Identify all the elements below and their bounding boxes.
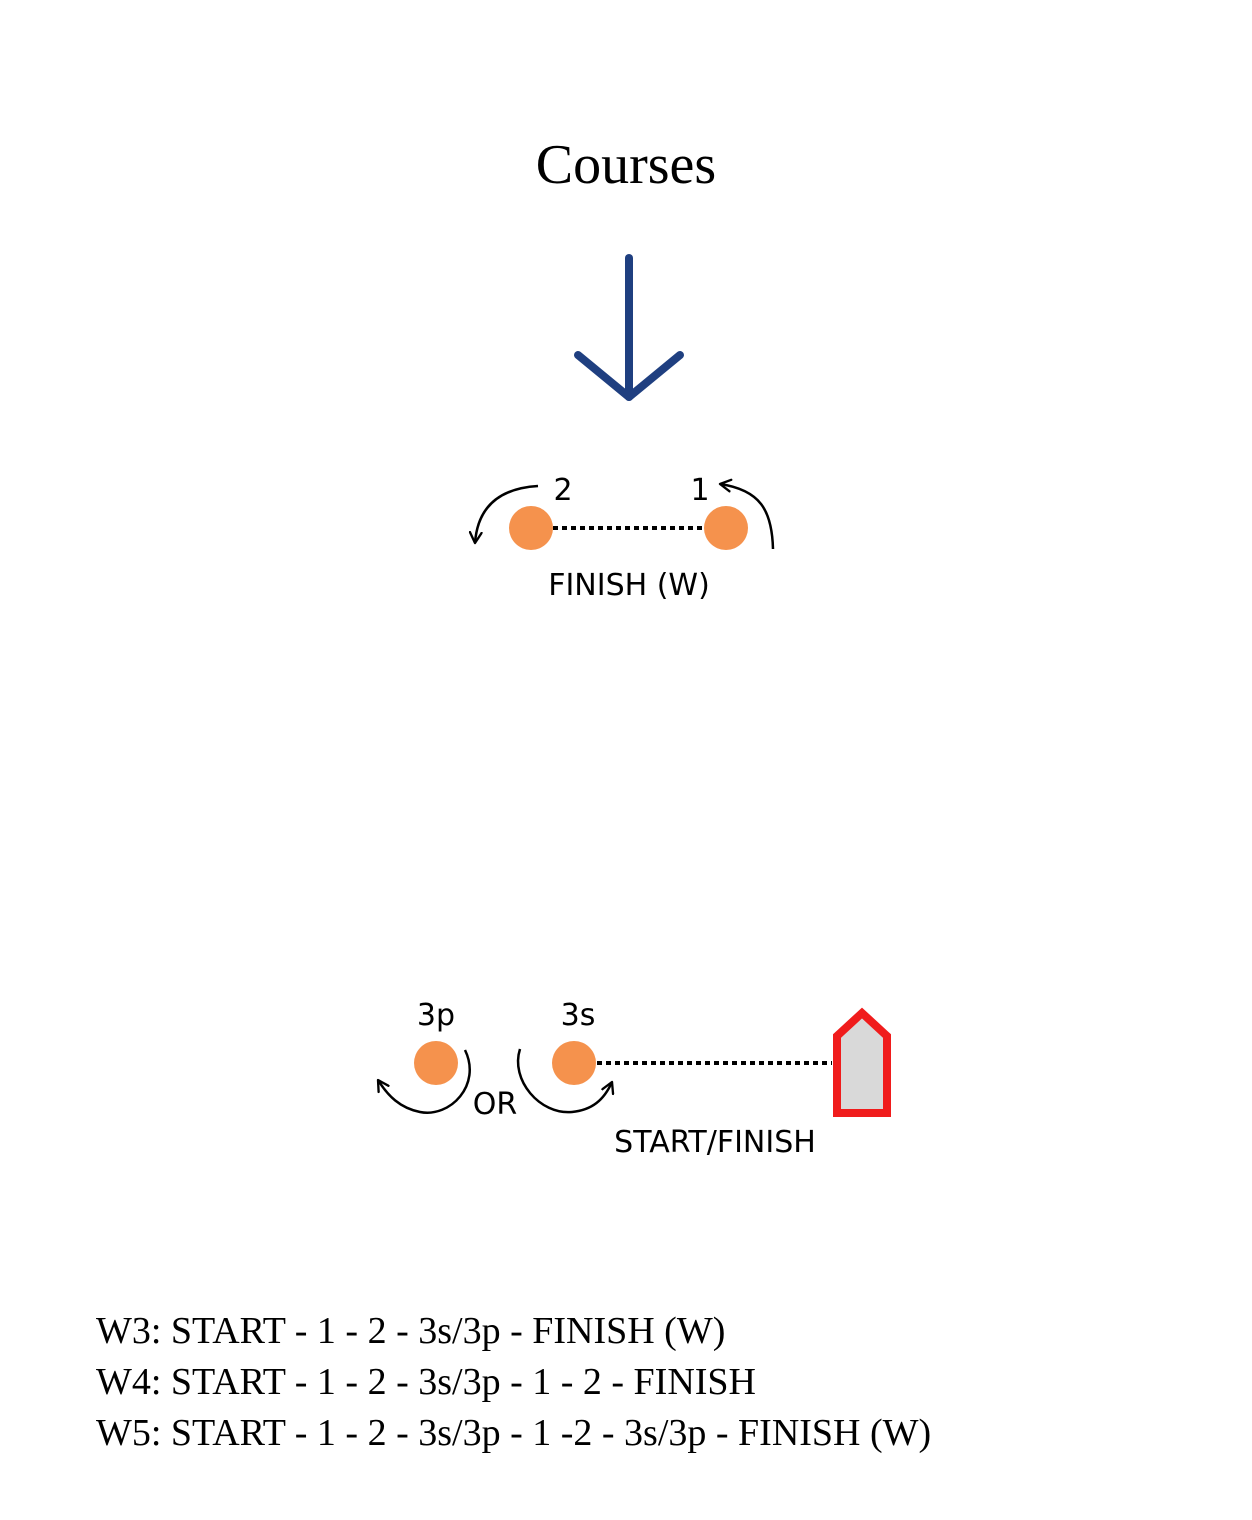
mark-3s: [552, 1041, 596, 1085]
start-finish-label: START/FINISH: [614, 1125, 816, 1160]
rounding-arrow-mark-1-icon: [718, 478, 775, 550]
mark-2: [509, 506, 553, 550]
mark-2-label: 2: [553, 473, 572, 508]
mark-1-label: 1: [690, 473, 709, 508]
mark-1: [704, 506, 748, 550]
rounding-arrow-mark-3s-icon: [516, 1048, 615, 1114]
rounding-arrow-mark-2-icon: [468, 484, 539, 545]
wind-direction-arrow-icon: [574, 254, 684, 401]
course-w5: W5: START - 1 - 2 - 3s/3p - 1 -2 - 3s/3p…: [96, 1412, 932, 1454]
mark-3s-label: 3s: [561, 998, 596, 1033]
course-w4: W4: START - 1 - 2 - 3s/3p - 1 - 2 - FINI…: [96, 1361, 756, 1403]
mark-3p-label: 3p: [417, 998, 455, 1033]
rounding-arrow-mark-3p-icon: [376, 1049, 471, 1114]
or-label: OR: [473, 1087, 517, 1122]
page-title: Courses: [535, 134, 717, 196]
course-list: W3: START - 1 - 2 - 3s/3p - FINISH (W) W…: [96, 1306, 931, 1459]
finish-line-label: FINISH (W): [548, 568, 710, 603]
committee-boat-icon: [833, 1007, 891, 1117]
mark-3p: [414, 1041, 458, 1085]
course-w3: W3: START - 1 - 2 - 3s/3p - FINISH (W): [96, 1310, 726, 1352]
